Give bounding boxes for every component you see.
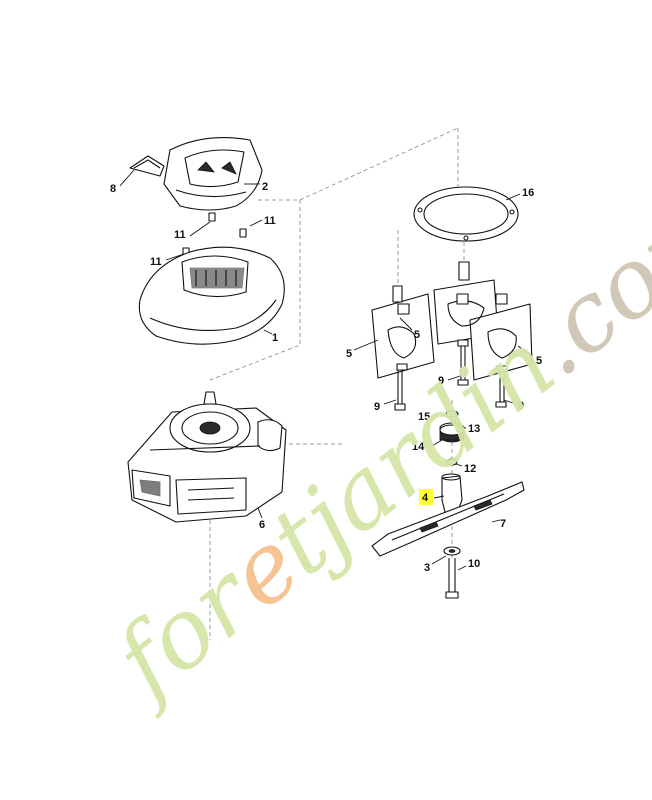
label-12: 12: [464, 463, 476, 475]
label-11-a: 11: [174, 229, 186, 241]
label-8: 8: [110, 183, 116, 195]
label-5-a: 5: [414, 329, 420, 341]
part-number-labels: 8 2 11 11 11 1 6 16 5 5 5 9 9 9 15 13 14…: [110, 181, 542, 574]
label-9-b: 9: [374, 401, 380, 413]
leader-lines: [119, 169, 533, 571]
part-8-filter: [129, 155, 165, 177]
bolts-and-sleeves: [392, 261, 508, 411]
part-5-brackets: [371, 279, 533, 381]
label-14: 14: [412, 441, 425, 453]
label-2: 2: [262, 181, 268, 193]
part-6-engine: [127, 391, 287, 523]
part-2-top-cover: [163, 136, 263, 211]
label-7: 7: [500, 518, 506, 530]
label-9-c: 9: [518, 400, 524, 412]
label-1: 1: [272, 332, 278, 344]
part-16-gasket: [413, 186, 519, 242]
label-13: 13: [468, 423, 480, 435]
label-4: 4: [422, 492, 429, 504]
label-11-b: 11: [264, 215, 276, 227]
label-9-a: 9: [438, 375, 444, 387]
hub-assembly: [439, 410, 465, 517]
part-4-highlight: [419, 489, 433, 505]
part-1-engine-shroud: [138, 246, 285, 345]
label-6: 6: [259, 519, 265, 531]
part-10-blade-bolt: [445, 558, 459, 599]
label-16: 16: [522, 187, 534, 199]
label-15: 15: [418, 411, 430, 423]
part-7-blade: [371, 481, 525, 557]
label-5-b: 5: [346, 348, 352, 360]
label-10: 10: [468, 558, 480, 570]
label-11-c: 11: [150, 256, 162, 268]
assembly-guide-lines: [209, 127, 465, 640]
part-3-washer: [443, 546, 461, 556]
label-3: 3: [424, 562, 430, 574]
label-5-c: 5: [536, 355, 542, 367]
